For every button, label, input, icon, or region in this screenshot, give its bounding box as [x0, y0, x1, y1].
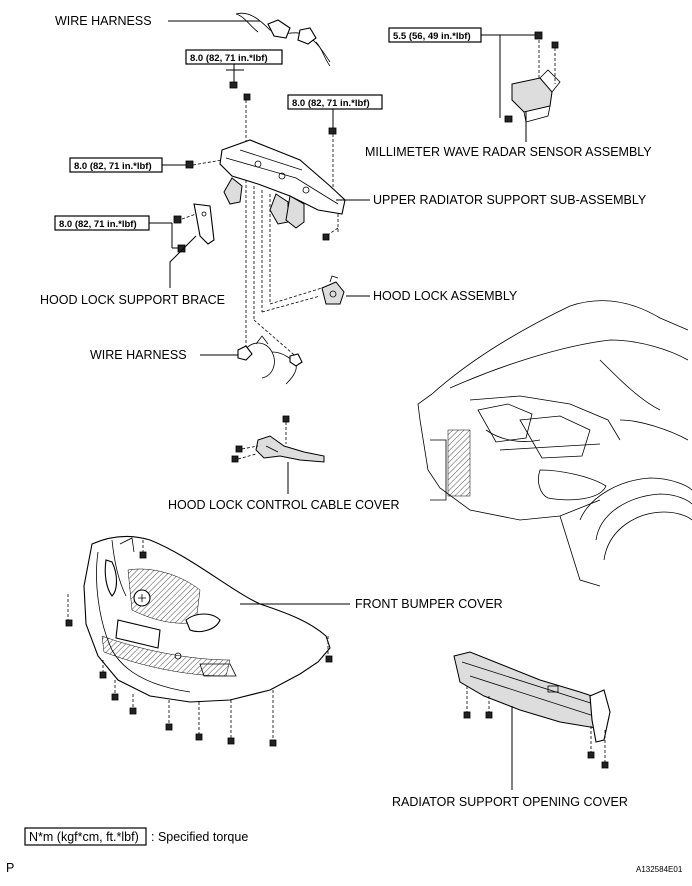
bolt-icon	[185, 160, 194, 169]
hood-lock-assembly-part	[321, 275, 345, 305]
wire-harness-mid-part	[237, 335, 303, 385]
label-radiator-opening-cover: RADIATOR SUPPORT OPENING COVER	[392, 795, 628, 809]
radar-sensor-part	[511, 69, 561, 123]
upper-radiator-support-part	[219, 139, 346, 229]
bolt-icon	[173, 215, 186, 253]
label-front-bumper-cover: FRONT BUMPER COVER	[355, 597, 503, 611]
vehicle-front-illustration	[417, 300, 692, 587]
lead-hood-lock-support-brace	[169, 235, 197, 288]
wire-harness-top-part	[235, 12, 331, 67]
figure-code: A132584E01	[636, 865, 683, 874]
torque-box-right: 8.0 (82, 71 in.*lbf)	[287, 94, 383, 110]
radiator-opening-cover-part	[453, 651, 611, 743]
label-radar-sensor: MILLIMETER WAVE RADAR SENSOR ASSEMBLY	[365, 145, 652, 159]
lead-torque-radar	[481, 34, 536, 118]
label-wire-harness-top: WIRE HARNESS	[55, 14, 152, 28]
lead-torque-brace	[149, 222, 180, 249]
torque-box-upper: 8.0 (82, 71 in.*lbf)	[185, 49, 283, 65]
legend: N*m (kgf*cm, ft.*lbf) : Specified torque	[24, 827, 248, 846]
torque-radar-text: 5.5 (56, 49 in.*lbf)	[393, 31, 471, 42]
torque-brace-text: 8.0 (82, 71 in.*lbf)	[59, 219, 137, 230]
hood-lock-support-brace-part	[193, 203, 215, 245]
torque-box-brace: 8.0 (82, 71 in.*lbf)	[54, 215, 150, 231]
assembly-guide-lines	[245, 180, 339, 361]
label-hood-lock-support-brace: HOOD LOCK SUPPORT BRACE	[40, 293, 225, 307]
bolt-icon	[229, 81, 251, 101]
cover-guide-lines	[466, 686, 606, 762]
label-upper-radiator-support: UPPER RADIATOR SUPPORT SUB-ASSEMBLY	[373, 193, 647, 207]
bolt-icon	[328, 127, 337, 135]
torque-box-radar: 5.5 (56, 49 in.*lbf)	[388, 27, 482, 43]
bolt-icon	[65, 551, 333, 747]
bumper-guide-lines	[67, 540, 329, 740]
torque-right-text: 8.0 (82, 71 in.*lbf)	[292, 98, 370, 109]
bolt-icon	[322, 233, 330, 241]
label-wire-harness-mid: WIRE HARNESS	[90, 348, 187, 362]
legend-unit-box: N*m (kgf*cm, ft.*lbf)	[29, 830, 139, 844]
legend-text: : Specified torque	[151, 830, 248, 844]
front-bumper-cover-part	[83, 535, 331, 703]
torque-left-text: 8.0 (82, 71 in.*lbf)	[74, 161, 152, 172]
torque-box-left: 8.0 (82, 71 in.*lbf)	[69, 157, 163, 173]
label-hood-lock-cable-cover: HOOD LOCK CONTROL CABLE COVER	[168, 498, 400, 512]
hood-lock-cable-cover-part	[255, 435, 325, 463]
corner-letter: P	[6, 861, 14, 875]
torque-upper-text: 8.0 (82, 71 in.*lbf)	[190, 53, 268, 64]
label-hood-lock-assembly: HOOD LOCK ASSEMBLY	[373, 289, 518, 303]
